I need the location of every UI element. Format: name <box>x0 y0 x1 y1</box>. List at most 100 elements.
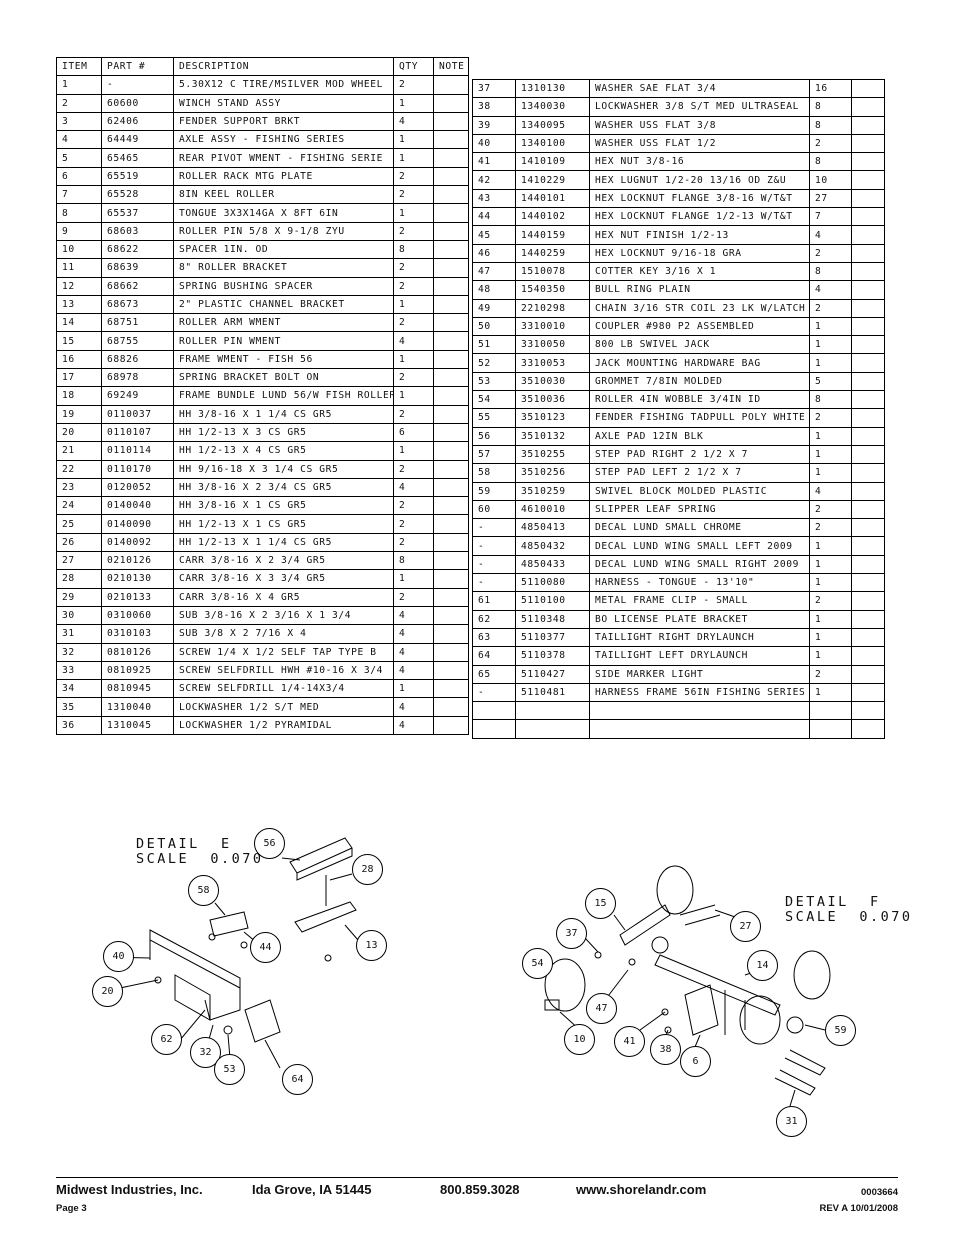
callout-bubble: 58 <box>188 875 219 906</box>
callout-bubble: 41 <box>614 1026 645 1057</box>
callout-bubble: 13 <box>356 930 387 961</box>
cell-note <box>851 719 885 739</box>
detail-f-title: DETAIL F <box>785 894 881 910</box>
callout-bubble: 47 <box>586 993 617 1024</box>
roller-arm-shape <box>654 954 781 1016</box>
cell-item: 36 <box>56 715 102 735</box>
table-row <box>472 701 885 721</box>
callout-bubble: 64 <box>282 1064 313 1095</box>
roller-shape <box>656 865 694 915</box>
footer-divider <box>56 1177 898 1178</box>
footer-website: www.shorelandr.com <box>576 1182 707 1197</box>
callout-bubble: 44 <box>250 932 281 963</box>
frame-shape <box>149 929 241 1021</box>
footer-phone: 800.859.3028 <box>440 1182 520 1197</box>
cell-note <box>433 715 469 735</box>
table-header-row: ITEM PART # DESCRIPTION QTY NOTE <box>56 56 469 77</box>
callout-bubble: 10 <box>564 1024 595 1055</box>
callout-bubble: 37 <box>556 918 587 949</box>
footer-revision: REV A 10/01/2008 <box>819 1203 898 1214</box>
axle-pad-shape <box>289 837 353 874</box>
cell-description: LOCKWASHER 1/2 PYRAMIDAL <box>173 715 394 735</box>
step-pad-shape <box>209 911 249 937</box>
footer-doc-number: 0003664 <box>861 1187 898 1198</box>
callout-bubble: 27 <box>730 911 761 942</box>
footer-page: Page 3 <box>56 1203 87 1214</box>
callout-bubble: 53 <box>214 1054 245 1085</box>
cell-part-number: 1310045 <box>101 715 174 735</box>
footer-city: Ida Grove, IA 51445 <box>252 1182 372 1197</box>
callout-bubble: 38 <box>650 1034 681 1065</box>
callout-bubble: 6 <box>680 1046 711 1077</box>
u-bolt-shape <box>774 1049 826 1096</box>
callout-bubble: 14 <box>747 950 778 981</box>
callout-bubble: 28 <box>352 854 383 885</box>
mount-plate-shape <box>684 984 719 1036</box>
detail-f-scale: SCALE 0.070 <box>785 909 913 925</box>
callout-bubble: 31 <box>776 1106 807 1137</box>
callout-bubble: 15 <box>585 888 616 919</box>
callout-bubble: 56 <box>254 828 285 859</box>
callout-bubble: 40 <box>103 941 134 972</box>
callout-bubble: 54 <box>522 948 553 979</box>
callout-bubble: 59 <box>825 1015 856 1046</box>
parts-table-left: ITEM PART # DESCRIPTION QTY NOTE 1-5.30X… <box>56 56 469 735</box>
table-row <box>472 719 885 739</box>
detail-e-title: DETAIL E <box>136 836 232 852</box>
footer-company: Midwest Industries, Inc. <box>56 1182 203 1197</box>
callout-bubble: 62 <box>151 1024 182 1055</box>
callout-bubble: 20 <box>92 976 123 1007</box>
detail-e-scale: SCALE 0.070 <box>136 851 264 867</box>
